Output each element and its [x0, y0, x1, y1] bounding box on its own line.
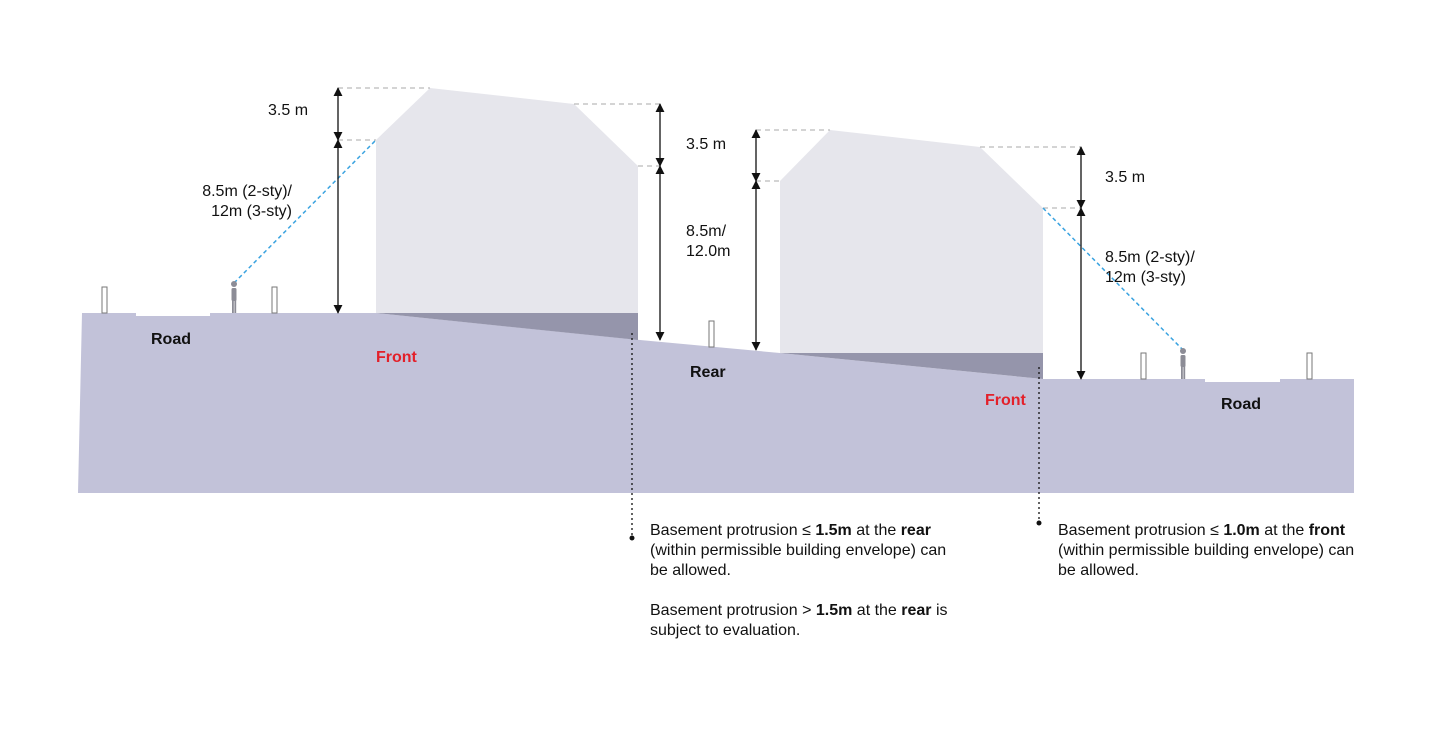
- front-note-dot: [1036, 520, 1042, 526]
- sight-lines: [233, 139, 1184, 351]
- left-wall-height-label-line2: 12m (3-sty): [211, 203, 292, 220]
- rear-wall-height-label-line1: 8.5m/: [686, 223, 727, 240]
- note-leaders: [631, 333, 1040, 538]
- left-basement-wedge: [376, 313, 638, 340]
- right-road-label: Road: [1221, 396, 1261, 413]
- right-roof-height-label: 3.5 m: [1105, 169, 1146, 186]
- rear-basement-note: Basement protrusion ≤ 1.5m at the rear (…: [650, 521, 950, 641]
- right-wall-height-label-line1: 8.5m (2-sty)/: [1105, 249, 1195, 266]
- right-wall-height-label-line2: 12m (3-sty): [1105, 269, 1186, 286]
- rear-note-paragraph-1: Basement protrusion ≤ 1.5m at the rear (…: [650, 522, 947, 579]
- left-roof-height-label: 3.5 m: [268, 102, 309, 119]
- person-icon-right: [1180, 348, 1186, 379]
- rear-wall-height-label-line2: 12.0m: [686, 243, 731, 260]
- rear-label: Rear: [690, 364, 726, 381]
- left-wall-height-label-line1: 8.5m (2-sty)/: [202, 183, 292, 200]
- person-icon-left: [231, 281, 237, 313]
- guide-lines: [338, 87, 1081, 209]
- front-note-paragraph: Basement protrusion ≤ 1.0m at the front …: [1058, 522, 1355, 579]
- right-front-label: Front: [985, 392, 1026, 409]
- front-basement-note: Basement protrusion ≤ 1.0m at the front …: [1058, 521, 1358, 581]
- rear-note-dot: [629, 535, 635, 541]
- left-road-label: Road: [151, 331, 191, 348]
- dimension-arrows: [333, 87, 1086, 380]
- ground-section: [78, 313, 1354, 493]
- right-basement-wedge: [780, 353, 1043, 379]
- rear-roof-height-label: 3.5 m: [686, 136, 727, 153]
- bollards: [101, 286, 1313, 380]
- rear-note-paragraph-2: Basement protrusion > 1.5m at the rear i…: [650, 602, 948, 639]
- left-front-label: Front: [376, 349, 417, 366]
- right-building: [780, 130, 1043, 353]
- left-building: [376, 88, 638, 313]
